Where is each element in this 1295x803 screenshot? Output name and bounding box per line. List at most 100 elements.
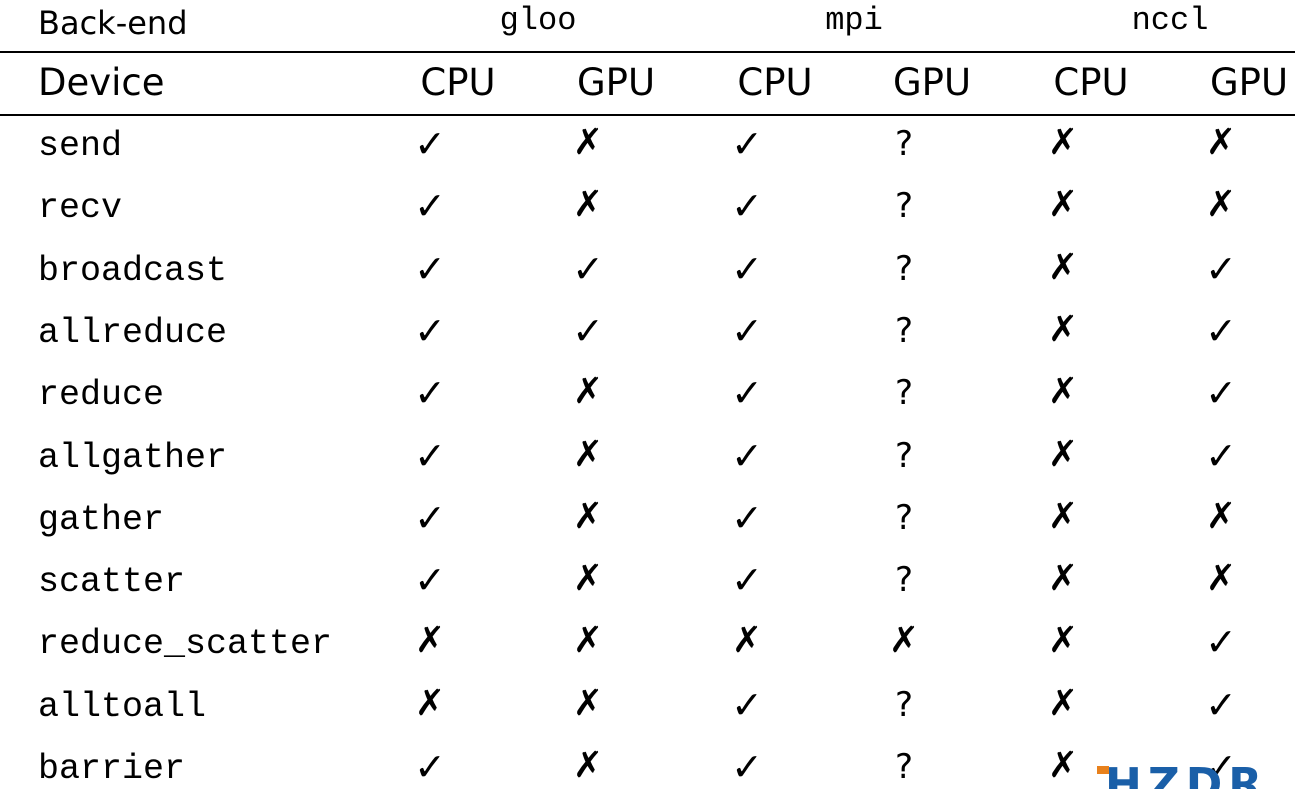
table-row: reduce ✓ ✗ ✓? ✗ ✓ — [0, 367, 1295, 429]
unsupported-mark: ✗ — [572, 433, 604, 475]
unknown-mark: ? — [894, 186, 914, 227]
operation-name: scatter — [38, 562, 186, 603]
table-row: alltoall ✗ ✗ ✓? ✗ ✓ — [0, 679, 1295, 741]
unknown-mark: ? — [894, 560, 914, 601]
table-row: allreduce ✓ ✓ ✓? ✗ ✓ — [0, 305, 1295, 367]
operation-name: broadcast — [38, 250, 228, 291]
unsupported-mark: ✗ — [1047, 122, 1079, 163]
supported-mark: ✓ — [414, 495, 446, 540]
operation-name: allreduce — [38, 312, 228, 353]
unsupported-mark: ✗ — [1047, 558, 1079, 600]
operation-name: alltoall — [38, 686, 207, 727]
unsupported-mark: ✗ — [572, 558, 604, 600]
unsupported-mark: ✗ — [572, 495, 604, 537]
logo-text: HZDR — [1105, 763, 1269, 789]
unsupported-mark: ✗ — [1047, 620, 1079, 662]
logo-accent-mark — [1097, 766, 1109, 774]
unsupported-mark: ✗ — [1205, 558, 1237, 600]
operation-name: gather — [38, 499, 165, 540]
supported-mark: ✓ — [1205, 620, 1237, 665]
supported-mark: ✓ — [1205, 745, 1237, 789]
supported-mark: ✓ — [414, 558, 446, 603]
unsupported-mark: ✗ — [1047, 433, 1079, 475]
backend-nccl: nccl — [1131, 2, 1209, 39]
table-row: recv✓✗✓?✗✗ — [0, 180, 1295, 242]
unsupported-mark: ✗ — [888, 620, 920, 662]
device-header-row: Device CPU GPU CPU GPU CPU GPU — [0, 53, 1295, 115]
supported-mark: ✓ — [414, 371, 446, 416]
hzdr-logo: HZDR — [1097, 763, 1272, 789]
supported-mark: ✓ — [414, 433, 446, 478]
supported-mark: ✓ — [1205, 308, 1237, 353]
unsupported-mark: ✗ — [1047, 184, 1079, 226]
supported-mark: ✓ — [731, 495, 763, 540]
supported-mark: ✓ — [414, 122, 446, 166]
table-row: broadcast ✓ ✓ ✓? ✗ ✓ — [0, 243, 1295, 305]
unsupported-mark: ✗ — [1047, 682, 1079, 724]
supported-mark: ✓ — [1205, 246, 1237, 291]
unsupported-mark: ✗ — [572, 184, 604, 226]
supported-mark: ✓ — [1205, 371, 1237, 416]
unsupported-mark: ✗ — [572, 745, 604, 786]
unknown-mark: ? — [894, 124, 914, 164]
unsupported-mark: ✗ — [572, 682, 604, 724]
device-header-label: Device — [38, 61, 165, 104]
unknown-mark: ? — [894, 435, 914, 476]
backend-header-row: Back-end gloo mpi nccl — [0, 0, 1295, 52]
device-mpi-gpu: GPU — [892, 61, 972, 104]
unsupported-mark: ✗ — [1047, 308, 1079, 350]
unknown-mark: ? — [894, 684, 914, 725]
table-row: gather✓✗✓?✗✗ — [0, 492, 1295, 554]
supported-mark: ✓ — [731, 371, 763, 416]
device-gloo-gpu: GPU — [576, 61, 656, 104]
unsupported-mark: ✗ — [1047, 246, 1079, 288]
unsupported-mark: ✗ — [1205, 495, 1237, 537]
unsupported-mark: ✗ — [572, 371, 604, 413]
backend-mpi: mpi — [825, 2, 883, 39]
unsupported-mark: ✗ — [572, 122, 604, 163]
supported-mark: ✓ — [731, 246, 763, 291]
table-row: scatter ✓ ✗ ✓? ✗ ✗ — [0, 554, 1295, 616]
body-rule — [0, 114, 1295, 116]
supported-mark: ✓ — [1205, 682, 1237, 727]
operation-name: recv — [38, 188, 123, 229]
backend-header-label: Back-end — [38, 4, 188, 42]
supported-mark: ✓ — [731, 184, 763, 229]
device-nccl-gpu: GPU — [1209, 61, 1289, 104]
unsupported-mark: ✗ — [1205, 122, 1237, 163]
supported-mark: ✓ — [731, 308, 763, 353]
operation-name: allgather — [38, 437, 228, 478]
operation-name: reduce_scatter — [38, 624, 333, 665]
supported-mark: ✓ — [572, 246, 604, 291]
unsupported-mark: ✗ — [414, 682, 446, 724]
backend-gloo: gloo — [499, 2, 577, 39]
supported-mark: ✓ — [572, 308, 604, 353]
table-row: send ✓ ✗ ✓? ✗ ✗ — [0, 118, 1295, 180]
supported-mark: ✓ — [731, 745, 763, 789]
supported-mark: ✓ — [731, 682, 763, 727]
supported-mark: ✓ — [414, 745, 446, 789]
operation-name: reduce — [38, 375, 165, 416]
supported-mark: ✓ — [1205, 433, 1237, 478]
supported-mark: ✓ — [414, 246, 446, 291]
header-rule — [0, 51, 1295, 53]
supported-mark: ✓ — [414, 308, 446, 353]
device-gloo-cpu: CPU — [420, 61, 496, 104]
table-row: barrier✓✗✓?✗✓ — [0, 741, 1295, 803]
table-row: reduce_scatter✗✗✗✗✗✓ — [0, 616, 1295, 678]
unsupported-mark: ✗ — [731, 620, 763, 662]
unsupported-mark: ✗ — [1047, 371, 1079, 413]
device-mpi-cpu: CPU — [737, 61, 813, 104]
unknown-mark: ? — [894, 310, 914, 351]
supported-mark: ✓ — [731, 433, 763, 478]
unknown-mark: ? — [894, 373, 914, 414]
unknown-mark: ? — [894, 248, 914, 289]
operation-name: barrier — [38, 749, 186, 789]
unsupported-mark: ✗ — [1047, 495, 1079, 537]
unsupported-mark: ✗ — [1205, 184, 1237, 226]
supported-mark: ✓ — [731, 558, 763, 603]
table-row: allgather ✓ ✗ ✓? ✗ ✓ — [0, 430, 1295, 492]
operation-name: send — [38, 126, 123, 166]
unsupported-mark: ✗ — [1047, 745, 1079, 786]
supported-mark: ✓ — [731, 122, 763, 166]
